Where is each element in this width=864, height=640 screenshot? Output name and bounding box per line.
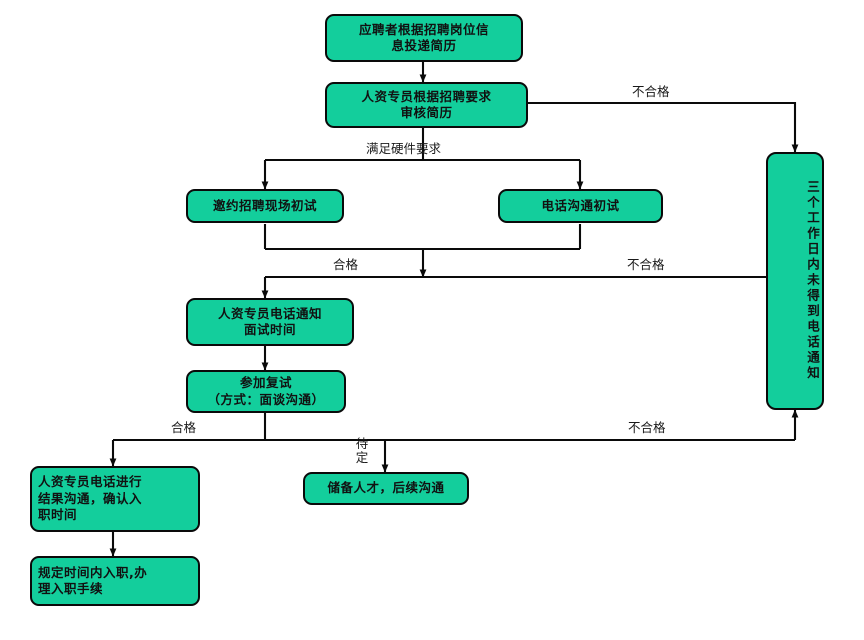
node-talent-pool[interactable]: 储备人才，后续沟通 xyxy=(303,472,469,505)
node-result-communication[interactable]: 人资专员电话进行 结果沟通，确认入 职时间 xyxy=(30,466,200,532)
node-apply[interactable]: 应聘者根据招聘岗位信 息投递简历 xyxy=(325,14,523,62)
edge-label-second-pending: 待 定 xyxy=(355,436,369,466)
node-no-call-within-three-days[interactable]: 三个工作日内未得到电话通知 xyxy=(766,152,824,410)
node-phone-interview[interactable]: 电话沟通初试 xyxy=(498,189,663,223)
edge-screen-to-nocall xyxy=(528,101,799,153)
edge-label-second-fail: 不合格 xyxy=(628,420,666,435)
edge-label-screen-fail: 不合格 xyxy=(632,84,670,99)
edge-label-first-pass: 合格 xyxy=(333,257,359,272)
node-no-call-within-three-days-label: 三个工作日内未得到电话通知 xyxy=(805,180,820,382)
edge-label-first-fail: 不合格 xyxy=(627,257,665,272)
node-onsite-interview[interactable]: 邀约招聘现场初试 xyxy=(186,189,344,223)
edge-label-second-pass: 合格 xyxy=(171,420,197,435)
node-onsite-interview-label: 邀约招聘现场初试 xyxy=(212,197,317,213)
node-phone-interview-label: 电话沟通初试 xyxy=(541,197,620,213)
node-result-communication-label: 人资专员电话进行 结果沟通，确认入 职时间 xyxy=(38,474,143,523)
node-second-interview[interactable]: 参加复试 （方式：面谈沟通） xyxy=(186,370,346,413)
node-onboarding[interactable]: 规定时间内入职,办 理入职手续 xyxy=(30,556,200,606)
node-resume-screening[interactable]: 人资专员根据招聘要求 审核简历 xyxy=(325,82,528,128)
node-second-interview-label: 参加复试 （方式：面谈沟通） xyxy=(207,375,325,407)
node-onboarding-label: 规定时间内入职,办 理入职手续 xyxy=(38,564,148,597)
node-interview-notification[interactable]: 人资专员电话通知 面试时间 xyxy=(186,298,354,346)
node-resume-screening-label: 人资专员根据招聘要求 审核简历 xyxy=(361,88,492,121)
edge-label-meets-hardware: 满足硬件要求 xyxy=(366,141,442,156)
node-apply-label: 应聘者根据招聘岗位信 息投递简历 xyxy=(358,21,489,54)
node-interview-notification-label: 人资专员电话通知 面试时间 xyxy=(217,305,322,338)
node-talent-pool-label: 储备人才，后续沟通 xyxy=(327,480,445,496)
